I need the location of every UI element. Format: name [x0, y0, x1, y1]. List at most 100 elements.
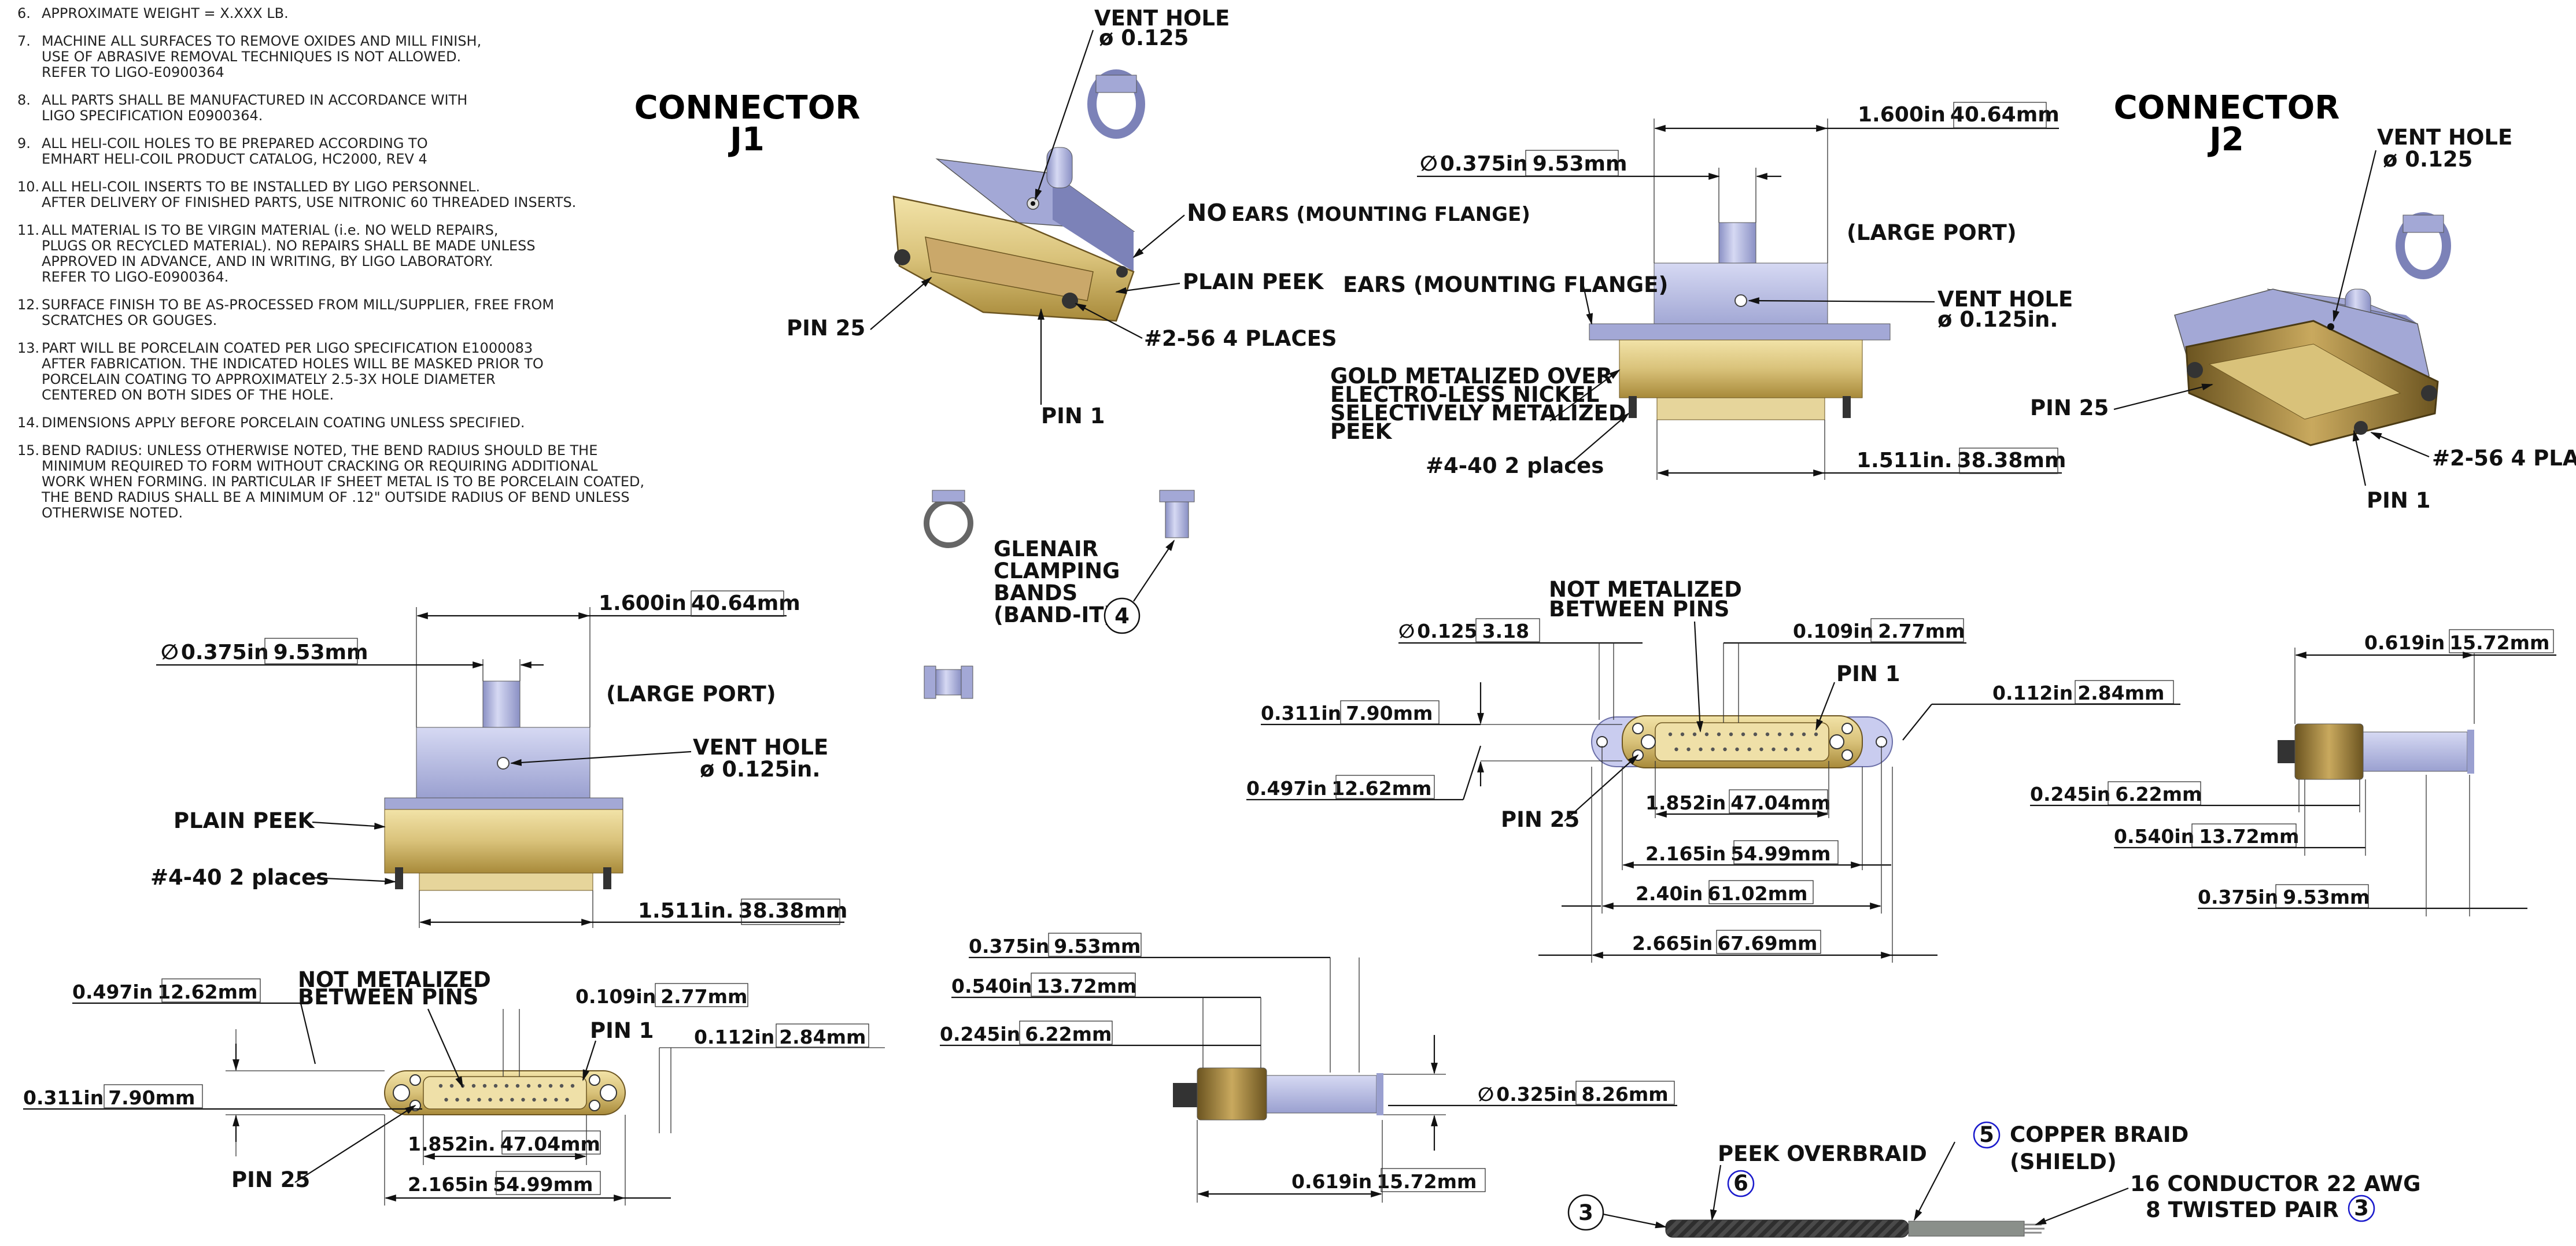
connector-pin	[543, 1097, 547, 1102]
connector-pin	[1808, 747, 1812, 752]
j1-title-line2: J1	[728, 121, 765, 158]
j1-face-not-metal-2: BETWEEN PINS	[298, 985, 478, 1010]
note-number: 9.	[17, 135, 31, 151]
note-text: MACHINE ALL SURFACES TO REMOVE OXIDES AN…	[42, 33, 482, 80]
bands-balloon	[1104, 597, 1141, 634]
connector-pin	[1717, 732, 1721, 737]
connector-pin	[1729, 732, 1733, 737]
j1-iso-vent-label-2: ø 0.125	[1099, 25, 1189, 50]
j2-gold-label-3: SELECTIVELY METALIZED	[1330, 401, 1626, 426]
note-text: ALL MATERIAL IS TO BE VIRGIN MATERIAL (i…	[42, 222, 536, 285]
j1-front-view	[384, 681, 623, 891]
connector-pin	[570, 1084, 575, 1088]
connector-pin	[466, 1097, 470, 1102]
cable-conductor-label-1: 16 CONDUCTOR 22 AWG	[2130, 1171, 2420, 1196]
j1-iso-band	[1087, 69, 1145, 139]
note-number: 7.	[17, 33, 31, 49]
connector-pin	[499, 1097, 503, 1102]
j2-gold-label-1: GOLD METALIZED OVER	[1330, 364, 1612, 389]
connector-pin	[515, 1084, 520, 1088]
note-item: 10.ALL HELI-COIL INSERTS TO BE INSTALLED…	[17, 179, 700, 210]
j1-front-screws-label: #4-40 2 places	[150, 865, 329, 890]
connector-pin	[1699, 747, 1703, 752]
j2-iso-vent-label-2: ø 0.125	[2383, 147, 2472, 172]
j2-face-view	[1591, 715, 1893, 768]
j2-front-vent-label-1: VENT HOLE	[1937, 287, 2073, 312]
connector-pin	[1680, 732, 1685, 737]
connector-pin	[1802, 732, 1806, 737]
note-item: 13.PART WILL BE PORCELAIN COATED PER LIG…	[17, 341, 700, 403]
note-number: 8.	[17, 92, 31, 108]
j2-iso-connector	[2174, 289, 2439, 446]
j2-iso-vent-hole	[2327, 323, 2334, 330]
j1-front-bottom-dim: 1.511in.38.38mm	[638, 899, 847, 923]
j1-iso-pin1-label: PIN 1	[1041, 404, 1105, 428]
connector-pin	[1741, 732, 1745, 737]
connector-pin	[1711, 747, 1715, 752]
note-number: 13.	[17, 340, 40, 356]
note-number: 10.	[17, 179, 40, 195]
note-item: 12.SURFACE FINISH TO BE AS-PROCESSED FRO…	[17, 297, 700, 328]
connector-pin	[444, 1097, 448, 1102]
connector-pin	[1668, 732, 1673, 737]
j2-face-pin1-label: PIN 1	[1836, 661, 1900, 686]
band-ring-icon	[924, 490, 973, 548]
connector-pin	[537, 1084, 542, 1088]
connector-pin	[1723, 747, 1727, 752]
connector-pin	[559, 1084, 564, 1088]
band-side-icon	[924, 665, 973, 699]
connector-pin	[554, 1097, 558, 1102]
connector-pin	[1765, 732, 1770, 737]
note-text: BEND RADIUS: UNLESS OTHERWISE NOTED, THE…	[42, 442, 645, 521]
connector-pin	[482, 1084, 487, 1088]
connector-pin	[510, 1097, 514, 1102]
connector-pin	[548, 1084, 553, 1088]
note-item: 14. DIMENSIONS APPLY BEFORE PORCELAIN CO…	[17, 415, 700, 431]
j1-face-view	[384, 1070, 626, 1115]
note-item: 6.APPROXIMATE WEIGHT = X.XXX LB.	[17, 6, 700, 21]
note-item: 8.ALL PARTS SHALL BE MANUFACTURED IN ACC…	[17, 93, 700, 124]
j2-face-pin25-label: PIN 25	[1501, 807, 1579, 832]
connector-pin	[1747, 747, 1751, 752]
connector-pin	[504, 1084, 509, 1088]
connector-pin	[521, 1097, 525, 1102]
cable-assembly	[1665, 1219, 2044, 1238]
j1-plain-peek-label: PLAIN PEEK	[1183, 269, 1324, 294]
j2-side-view	[2278, 723, 2474, 780]
j2-iso-pin1-label: PIN 1	[2367, 488, 2430, 513]
j1-iso-vent-label-1: VENT HOLE	[1094, 6, 1230, 31]
connector-pin	[1772, 747, 1776, 752]
cable-balloon-3b	[2348, 1195, 2375, 1222]
general-notes: 6.APPROXIMATE WEIGHT = X.XXX LB. 7. MACHIN…	[17, 6, 700, 533]
connector-pin	[449, 1084, 454, 1088]
connector-pin	[1789, 732, 1794, 737]
note-item: 7. MACHINE ALL SURFACES TO REMOVE OXIDES …	[17, 34, 700, 80]
j1-face-pin25-label: PIN 25	[231, 1167, 310, 1192]
note-text: APPROXIMATE WEIGHT = X.XXX LB.	[42, 5, 289, 21]
connector-pin	[1674, 747, 1678, 752]
note-number: 12.	[17, 297, 40, 313]
connector-pin	[477, 1097, 481, 1102]
connector-pin	[1692, 732, 1697, 737]
connector-pin	[455, 1097, 459, 1102]
